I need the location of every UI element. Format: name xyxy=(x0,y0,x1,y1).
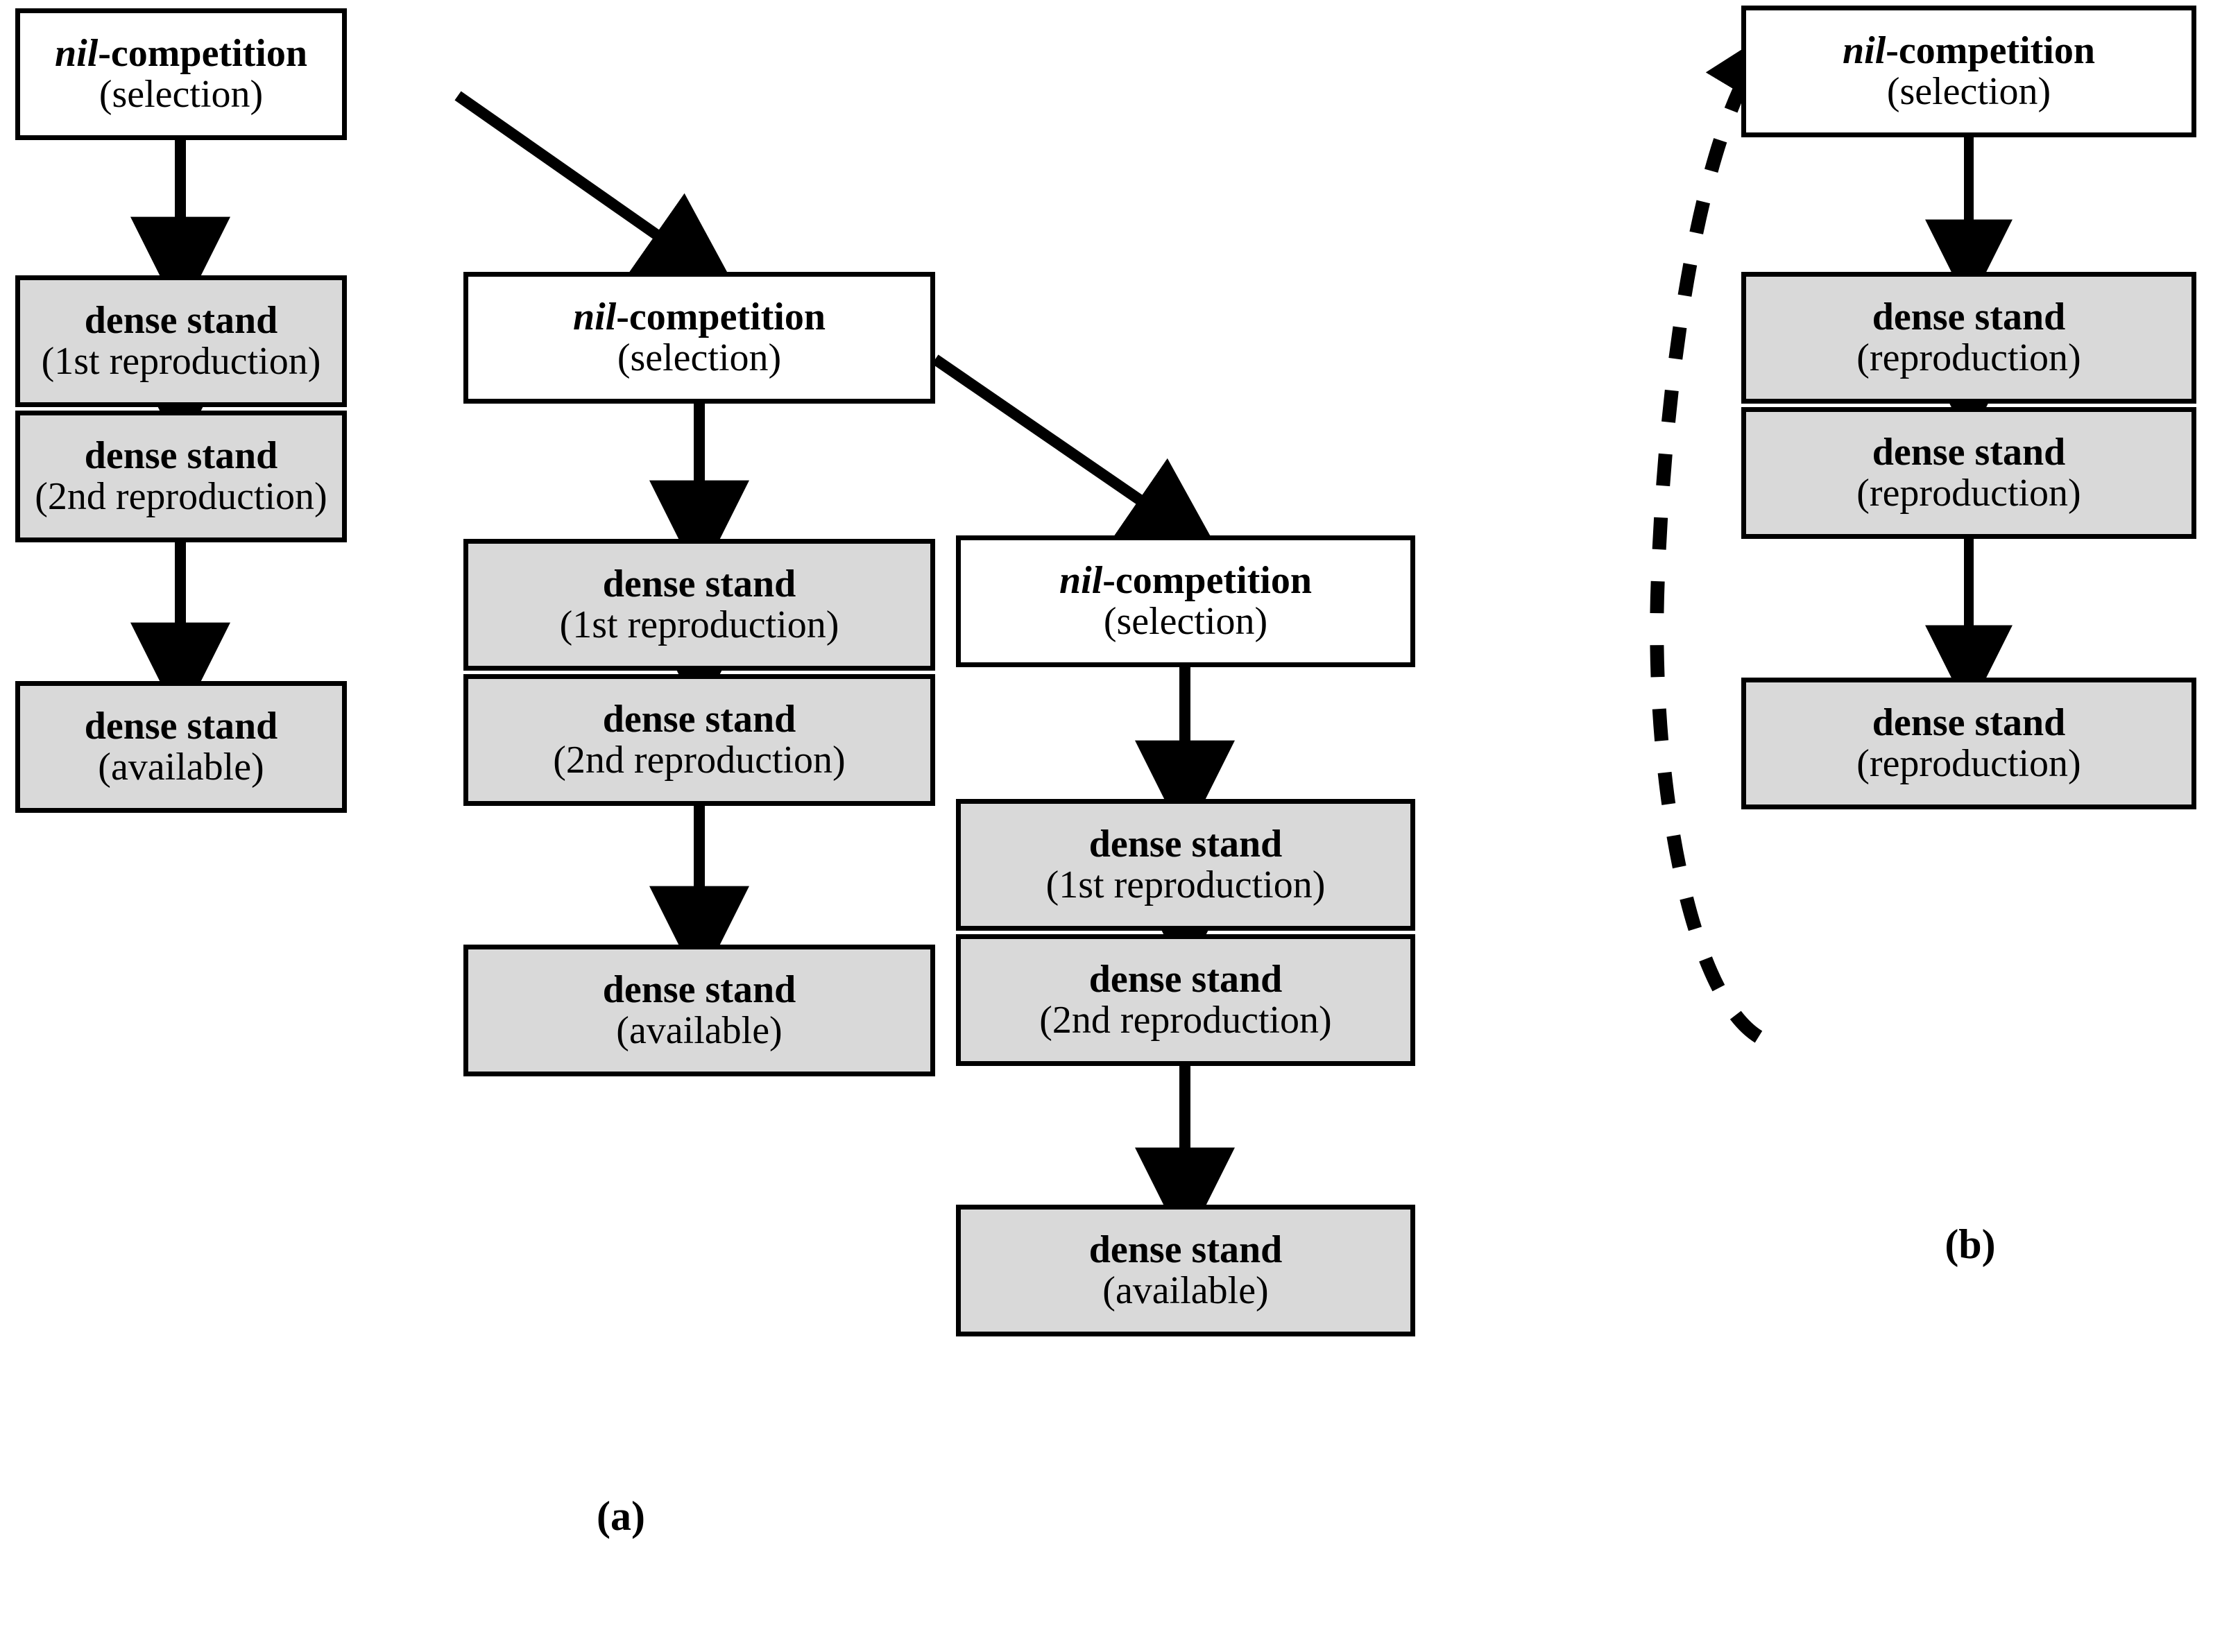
node-col3-dense-stand-available[interactable]: dense stand (available) xyxy=(956,1205,1415,1336)
node-title: nil-competition xyxy=(1843,31,2095,71)
node-col2-nil-competition-selection[interactable]: nil-competition (selection) xyxy=(463,272,935,404)
node-title-emphasis: nil xyxy=(55,31,99,75)
node-title-emphasis: nil xyxy=(1843,28,1886,72)
node-subtitle: (selection) xyxy=(1886,70,2051,113)
node-title: dense stand xyxy=(1088,822,1283,866)
node-title-rest: dense stand xyxy=(1088,822,1283,866)
node-subtitle: (reproduction) xyxy=(1856,336,2081,379)
node-title: dense stand xyxy=(602,562,796,605)
node-colb-nil-competition-selection[interactable]: nil-competition (selection) xyxy=(1741,6,2196,137)
node-title-emphasis: nil xyxy=(573,295,617,338)
node-title: nil-competition xyxy=(55,31,307,75)
node-title: dense stand xyxy=(1089,1230,1283,1270)
node-title: dense stand xyxy=(1872,703,2066,743)
node-col3-dense-stand-1st-reproduction[interactable]: dense stand (1st reproduction) xyxy=(956,799,1415,931)
edge-diagonal-col1-to-col2 xyxy=(454,91,738,292)
node-subtitle: (1st reproduction) xyxy=(559,603,839,646)
node-col2-dense-stand-2nd-reproduction[interactable]: dense stand (2nd reproduction) xyxy=(463,674,935,806)
node-title-rest: -competition xyxy=(1886,28,2095,72)
node-title-rest: dense stand xyxy=(1088,957,1283,1001)
node-subtitle: (selection) xyxy=(1103,600,1268,643)
node-col2-dense-stand-1st-reproduction[interactable]: dense stand (1st reproduction) xyxy=(463,539,935,671)
node-subtitle: (available) xyxy=(98,746,264,789)
node-title-rest: dense stand xyxy=(1872,430,2066,474)
node-title-rest: -competition xyxy=(616,295,826,338)
node-subtitle: (2nd reproduction) xyxy=(553,739,846,782)
node-title-rest: -competition xyxy=(98,31,307,75)
node-colb-dense-stand-reproduction-1[interactable]: dense stand (reproduction) xyxy=(1741,272,2196,404)
node-title: nil-competition xyxy=(1059,558,1312,602)
node-title: dense stand xyxy=(602,697,796,741)
node-subtitle: (selection) xyxy=(617,336,782,379)
node-title: dense stand xyxy=(84,704,278,748)
node-title-emphasis: nil xyxy=(1059,558,1103,602)
node-subtitle: (1st reproduction) xyxy=(41,340,321,383)
edge-diagonal-col2-to-col3 xyxy=(932,354,1222,556)
node-title-rest: dense stand xyxy=(84,704,278,748)
node-title-rest: dense stand xyxy=(602,967,796,1011)
node-col1-nil-competition-selection[interactable]: nil-competition (selection) xyxy=(15,8,347,140)
node-subtitle: (reproduction) xyxy=(1856,742,2081,785)
node-title-rest: dense stand xyxy=(602,562,796,605)
node-title: dense stand xyxy=(1088,957,1283,1001)
panel-label-a: (a) xyxy=(597,1493,645,1539)
node-title-rest: dense stand xyxy=(1872,700,2066,744)
node-col1-dense-stand-2nd-reproduction[interactable]: dense stand (2nd reproduction) xyxy=(15,411,347,542)
node-title-rest: dense stand xyxy=(84,433,278,477)
node-subtitle: (2nd reproduction) xyxy=(35,475,327,518)
node-col2-dense-stand-available[interactable]: dense stand (available) xyxy=(463,945,935,1076)
node-subtitle: (1st reproduction) xyxy=(1045,863,1326,906)
edge-dashed-feedback-loop xyxy=(1650,28,1774,1043)
node-title: dense stand xyxy=(1872,295,2066,338)
node-colb-dense-stand-reproduction-2[interactable]: dense stand (reproduction) xyxy=(1741,407,2196,539)
panel-label-b: (b) xyxy=(1945,1221,1996,1267)
node-title: dense stand xyxy=(1872,430,2066,474)
node-subtitle: (available) xyxy=(1102,1269,1269,1312)
node-subtitle: (reproduction) xyxy=(1856,472,2081,515)
node-colb-dense-stand-reproduction-3[interactable]: dense stand (reproduction) xyxy=(1741,678,2196,809)
node-col3-nil-competition-selection[interactable]: nil-competition (selection) xyxy=(956,535,1415,667)
node-subtitle: (selection) xyxy=(99,73,264,116)
node-col3-dense-stand-2nd-reproduction[interactable]: dense stand (2nd reproduction) xyxy=(956,934,1415,1066)
node-title-rest: dense stand xyxy=(1088,1228,1283,1271)
node-subtitle: (2nd reproduction) xyxy=(1039,999,1332,1042)
node-title-rest: dense stand xyxy=(1872,295,2066,338)
node-title: dense stand xyxy=(603,970,796,1010)
node-col1-dense-stand-1st-reproduction[interactable]: dense stand (1st reproduction) xyxy=(15,275,347,407)
node-title-rest: dense stand xyxy=(602,697,796,741)
node-subtitle: (available) xyxy=(616,1009,783,1052)
node-title: nil-competition xyxy=(573,295,826,338)
node-title-rest: -competition xyxy=(1102,558,1312,602)
node-title: dense stand xyxy=(84,298,278,342)
node-title: dense stand xyxy=(85,436,278,476)
node-col1-dense-stand-available[interactable]: dense stand (available) xyxy=(15,681,347,813)
node-title-rest: dense stand xyxy=(84,298,278,342)
